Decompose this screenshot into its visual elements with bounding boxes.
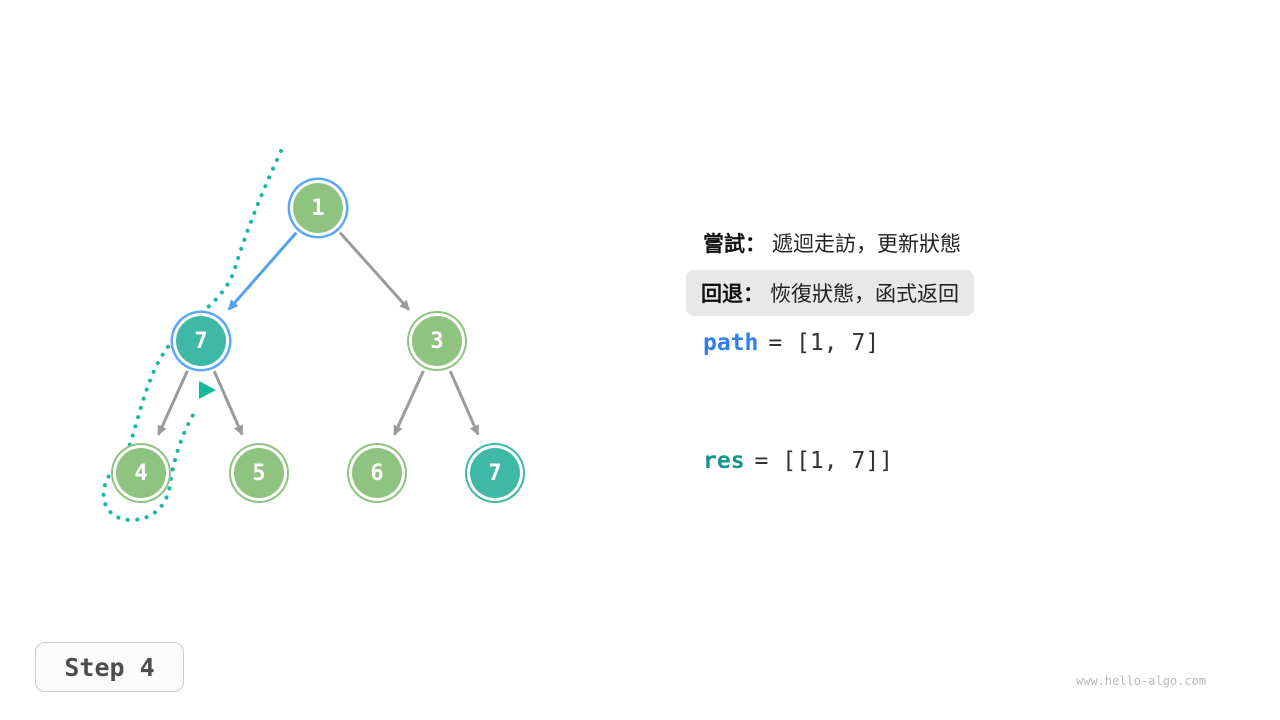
back-label: 回退：	[701, 283, 764, 306]
tree-edge-3-7	[448, 370, 480, 436]
path-value: = [1, 7]	[768, 330, 880, 356]
tree-edge-1-3	[338, 231, 411, 311]
path-state-line: path = [1, 7]	[703, 330, 879, 356]
back-text: 恢復狀態，函式返回	[770, 283, 959, 306]
res-state-line: res = [[1, 7]]	[703, 448, 893, 474]
legend-back-line: 回退： 恢復狀態，函式返回	[686, 270, 974, 316]
step-label: Step 4	[64, 652, 155, 682]
try-label: 嘗試：	[703, 233, 766, 256]
traversal-dotted-path	[101, 149, 283, 523]
tree-edge-3-6	[393, 370, 425, 436]
tree-edge-1-7	[227, 231, 298, 311]
legend-try-line: 嘗試： 遞迴走訪，更新狀態	[703, 228, 961, 258]
res-value: = [[1, 7]]	[754, 448, 894, 474]
watermark: www.hello-algo.com	[1076, 674, 1207, 688]
res-variable: res	[703, 448, 745, 474]
playhead-triangle-icon	[199, 381, 216, 399]
path-variable: path	[703, 330, 759, 356]
step-badge: Step 4	[35, 642, 184, 692]
tree-edge-7-4	[157, 370, 189, 436]
try-text: 遞迴走訪，更新狀態	[772, 233, 961, 256]
tree-edge-7-5	[212, 370, 244, 436]
